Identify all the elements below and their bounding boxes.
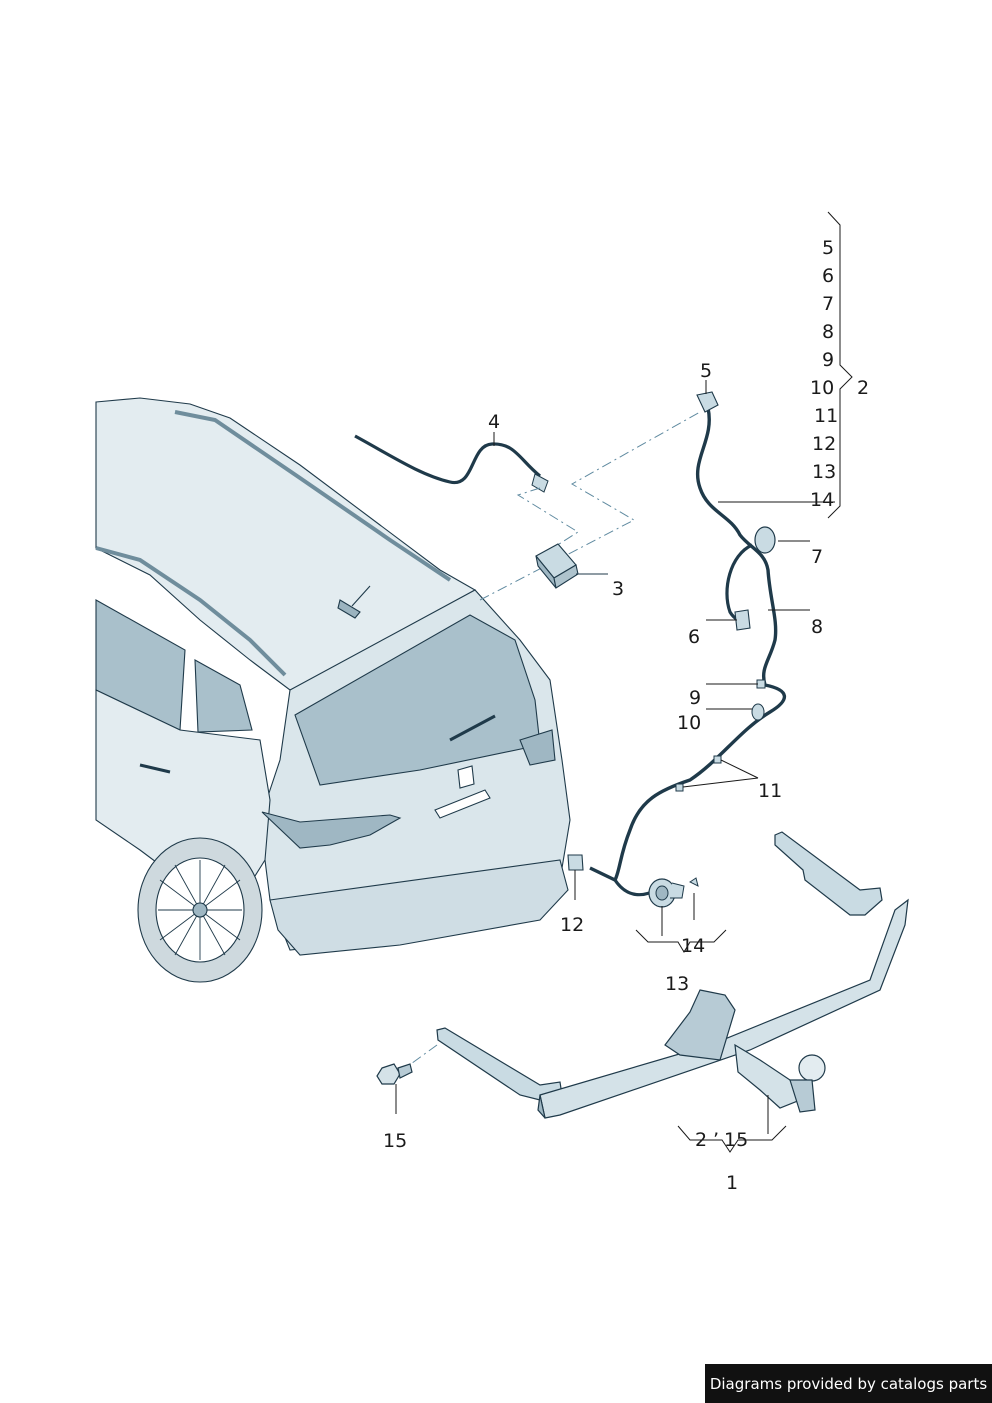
callout-separator: ’ bbox=[713, 1129, 720, 1151]
legend-item: 10 bbox=[810, 377, 835, 399]
credit-banner: Diagrams provided by catalogs parts bbox=[705, 1364, 992, 1403]
callout-3: 3 bbox=[612, 578, 625, 600]
legend-item: 6 bbox=[822, 265, 835, 287]
legend-item: 9 bbox=[822, 349, 835, 371]
legend-item: 8 bbox=[822, 321, 835, 343]
callout-15: 15 bbox=[383, 1130, 408, 1152]
callout-14: 14 bbox=[681, 935, 706, 957]
legend-group-label: 2 bbox=[857, 377, 870, 399]
legend-item: 5 bbox=[822, 237, 835, 259]
callout-leaders bbox=[395, 211, 853, 1153]
part-4-cable bbox=[354, 434, 549, 493]
callout-15-group: 15 bbox=[724, 1129, 749, 1151]
callout-10: 10 bbox=[677, 712, 702, 734]
legend-item: 11 bbox=[814, 405, 839, 427]
callout-9: 9 bbox=[689, 687, 702, 709]
part-2-wiring-harness bbox=[567, 391, 787, 908]
callout-5: 5 bbox=[700, 360, 713, 382]
callout-12: 12 bbox=[560, 914, 585, 936]
part-3-control-module bbox=[535, 543, 608, 589]
vehicle-illustration bbox=[95, 397, 571, 983]
legend-item: 13 bbox=[812, 461, 837, 483]
callout-11: 11 bbox=[758, 780, 783, 802]
callout-7: 7 bbox=[811, 546, 824, 568]
callout-1: 1 bbox=[726, 1172, 739, 1194]
callout-4: 4 bbox=[488, 411, 501, 433]
callout-8: 8 bbox=[811, 616, 824, 638]
callout-13: 13 bbox=[665, 973, 690, 995]
callout-2-group: 2 bbox=[695, 1129, 708, 1151]
callout-6: 6 bbox=[688, 626, 701, 648]
legend-item: 14 bbox=[810, 489, 835, 511]
legend-item: 7 bbox=[822, 293, 835, 315]
part-1-towbar bbox=[376, 831, 909, 1119]
legend-item: 12 bbox=[812, 433, 837, 455]
